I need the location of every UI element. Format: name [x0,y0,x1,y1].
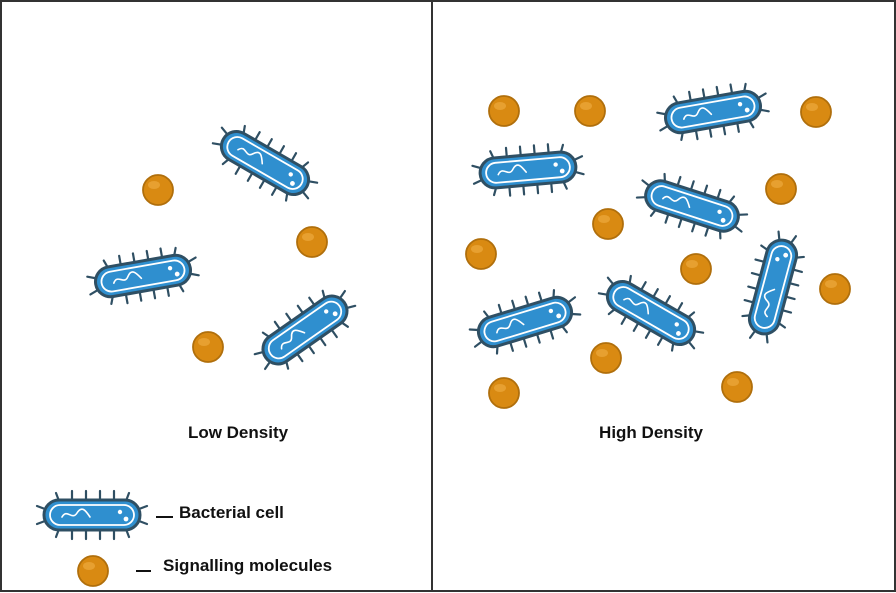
signalling-molecule [574,95,606,127]
bacterial-cell [83,241,203,311]
low-density-title: Low Density [187,423,289,442]
bacterial-cell [244,277,366,383]
signalling-molecule [721,371,753,403]
signalling-molecule [465,238,497,270]
high-density-panel [431,0,896,592]
legend-signalling-molecule-icon [77,555,109,587]
signalling-molecule [488,377,520,409]
signalling-molecule [680,253,712,285]
signalling-molecule [142,174,174,206]
bacterial-cell [630,164,754,248]
high-density-title: High Density [599,423,703,442]
legend-bacterial-cell-icon [35,489,149,541]
signalling-molecule [488,95,520,127]
bacterial-cell [734,226,812,348]
signalling-molecule [296,226,328,258]
signalling-molecule [765,173,797,205]
bacterial-cell [463,281,587,363]
legend-signalling-molecules-label: Signalling molecules [163,556,333,575]
bacterial-cell [469,139,587,201]
bacterial-cell [203,113,327,213]
signalling-molecule [800,96,832,128]
signalling-molecule [590,342,622,374]
signalling-molecule [819,273,851,305]
legend-bacterial-cell-label: Bacterial cell [179,503,284,522]
bacterial-cell [653,77,773,147]
signalling-molecule [592,208,624,240]
signalling-molecule [192,331,224,363]
